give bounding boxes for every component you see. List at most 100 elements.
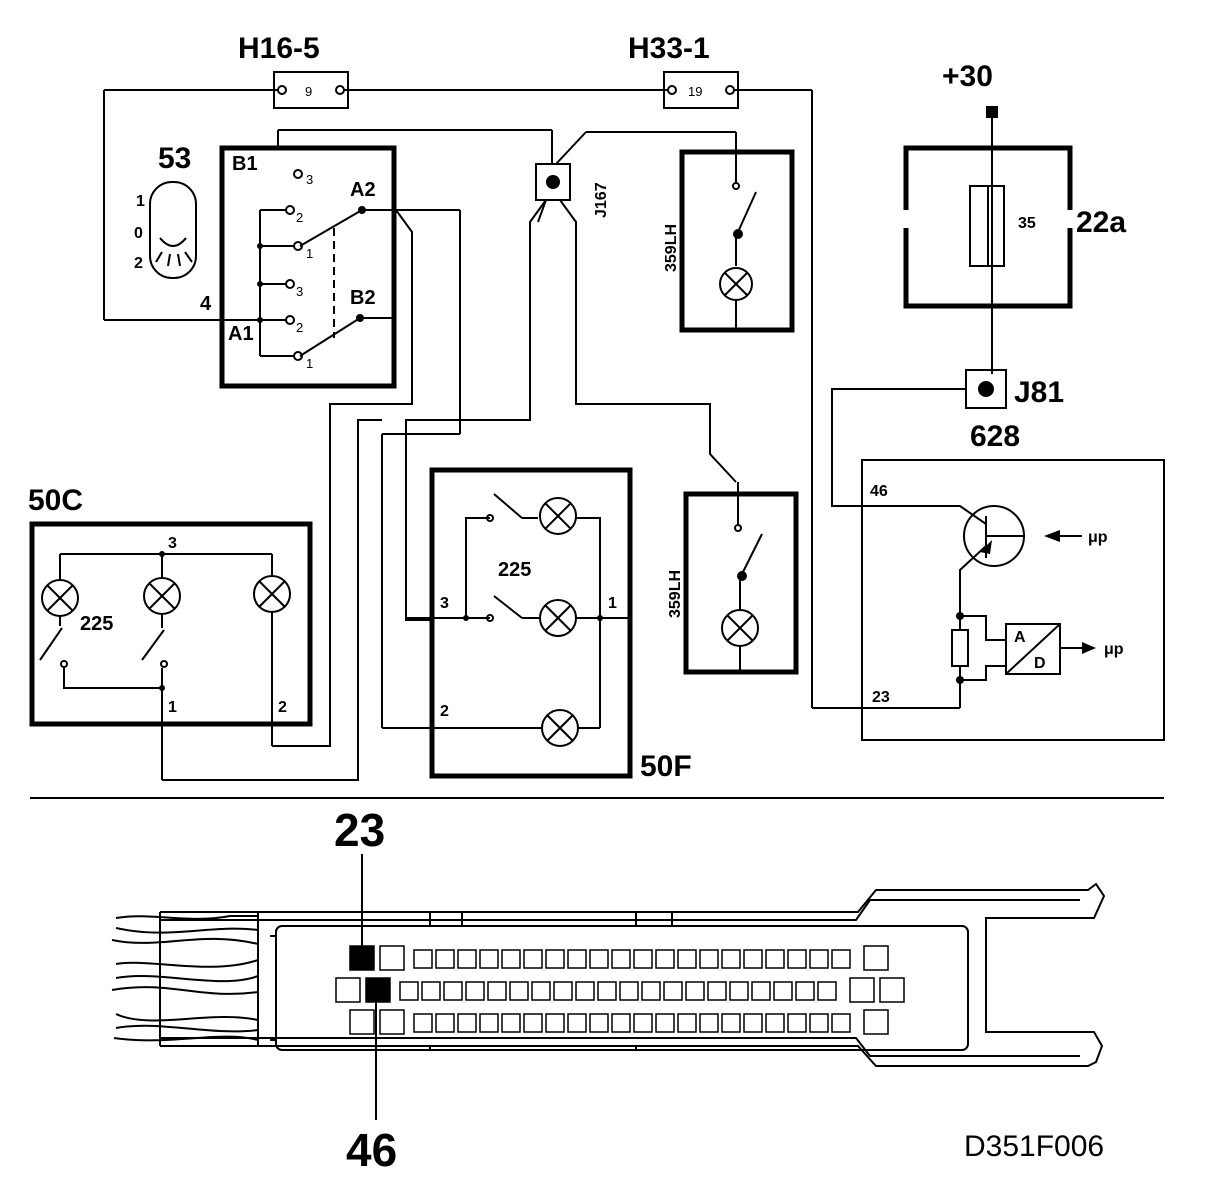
component-53-label: 53 bbox=[158, 142, 191, 175]
lamp-icon bbox=[143, 554, 181, 615]
pin-50f-1: 1 bbox=[608, 595, 617, 612]
pin-cavity bbox=[641, 981, 661, 1001]
connector-j81: J81 bbox=[831, 369, 1064, 507]
headlamp-symbol: 1 0 2 bbox=[134, 181, 197, 279]
pin-cavity bbox=[523, 1013, 543, 1033]
pin-cavity bbox=[545, 949, 565, 969]
pin-cavity bbox=[589, 949, 609, 969]
pin-cavity bbox=[575, 981, 595, 1001]
pin-cavity-highlighted bbox=[349, 945, 375, 971]
switch-wires bbox=[272, 129, 552, 747]
lamp-icon bbox=[539, 497, 577, 535]
pin-50f-2: 2 bbox=[440, 703, 449, 720]
pin-50f-3: 3 bbox=[440, 595, 449, 612]
switch-b2-label: B2 bbox=[350, 287, 376, 309]
pin-cavity bbox=[413, 949, 433, 969]
pin-cavity bbox=[349, 1009, 375, 1035]
pin-cavity bbox=[809, 1013, 829, 1033]
contact-upper-1: 1 bbox=[306, 246, 313, 261]
lamp-icon bbox=[539, 599, 577, 637]
component-359-lower: 359LH bbox=[667, 482, 799, 675]
switch-position-0: 0 bbox=[134, 225, 143, 242]
pin-cavity bbox=[831, 1013, 851, 1033]
micro-processor-label-1: μp bbox=[1088, 529, 1108, 546]
pin-cavity bbox=[863, 945, 889, 971]
pin-cavity bbox=[655, 1013, 675, 1033]
pin-cavity bbox=[567, 1013, 587, 1033]
component-22a: 35 22a bbox=[903, 106, 1126, 374]
top-wires bbox=[103, 89, 960, 709]
switch-position-2: 2 bbox=[134, 255, 143, 272]
component-50c: 3 225 1 2 bbox=[29, 419, 382, 781]
pin-cavity bbox=[633, 1013, 653, 1033]
pin-cavity bbox=[743, 949, 763, 969]
pin-cavity bbox=[523, 949, 543, 969]
pin-cavity bbox=[765, 949, 785, 969]
component-50c-label: 50C bbox=[28, 484, 83, 517]
connector-h33: 19 bbox=[663, 71, 739, 109]
switch-b1-label: B1 bbox=[232, 153, 258, 175]
pin-cavity bbox=[663, 981, 683, 1001]
connector-h16-label: H16-5 bbox=[238, 32, 320, 65]
pin-cavity bbox=[421, 981, 441, 1001]
contact-upper-3: 3 bbox=[306, 172, 313, 187]
pin-50c-3: 3 bbox=[168, 535, 177, 552]
pin-cavity bbox=[567, 949, 587, 969]
pin-cavity bbox=[443, 981, 463, 1001]
pin-cavity bbox=[501, 949, 521, 969]
ecu-connector-plug bbox=[111, 882, 1106, 1067]
lamp-power-50c: 225 bbox=[80, 613, 113, 635]
switch-53-box: B1 A2 B2 A1 3 2 1 3 2 1 bbox=[219, 145, 397, 389]
pin-cavity bbox=[435, 949, 455, 969]
pin-cavity bbox=[721, 1013, 741, 1033]
ad-converter-d: D bbox=[1034, 655, 1046, 672]
component-50f-label: 50F bbox=[640, 750, 692, 783]
ad-converter-a: A bbox=[1014, 629, 1026, 646]
component-50f: 50F 225 3 1 2 bbox=[406, 467, 692, 783]
pin-cavity bbox=[863, 1009, 889, 1035]
pin-cavity bbox=[699, 1013, 719, 1033]
drawing-code: D351F006 bbox=[964, 1130, 1104, 1163]
switch-pin-4: 4 bbox=[200, 293, 212, 315]
pin-cavity bbox=[619, 981, 639, 1001]
pin-50c-1: 1 bbox=[168, 699, 177, 716]
pin-cavity bbox=[335, 977, 361, 1003]
pin-cavity bbox=[509, 981, 529, 1001]
connector-j167: J167 bbox=[405, 130, 737, 621]
switch-position-1: 1 bbox=[136, 193, 145, 210]
pin-cavity bbox=[413, 1013, 433, 1033]
switch-a2-label: A2 bbox=[350, 179, 376, 201]
component-22a-label: 22a bbox=[1076, 206, 1126, 239]
pin-cavity bbox=[545, 1013, 565, 1033]
connector-h33-pin: 19 bbox=[688, 84, 702, 99]
pin-cavity bbox=[765, 1013, 785, 1033]
pin-cavity bbox=[379, 1009, 405, 1035]
pin-cavity bbox=[479, 949, 499, 969]
connector-h16: 9 bbox=[273, 71, 349, 109]
micro-processor-label-2: μp bbox=[1104, 641, 1124, 658]
pin-cavity bbox=[479, 1013, 499, 1033]
pin-cavity bbox=[457, 1013, 477, 1033]
pin-cavity bbox=[611, 949, 631, 969]
component-359-upper-label: 359LH bbox=[663, 224, 680, 272]
lamp-power-50f: 225 bbox=[498, 559, 531, 581]
pin-cavity bbox=[677, 1013, 697, 1033]
pin-cavity bbox=[435, 1013, 455, 1033]
plus30-label: +30 bbox=[942, 60, 993, 93]
pin-cavity bbox=[795, 981, 815, 1001]
pin-cavity bbox=[589, 1013, 609, 1033]
component-628-label: 628 bbox=[970, 420, 1020, 453]
pin-cavity bbox=[685, 981, 705, 1001]
fuse-value: 35 bbox=[1018, 215, 1036, 232]
component-359-upper: 359LH bbox=[663, 149, 795, 333]
contact-lower-3: 3 bbox=[296, 284, 303, 299]
plug-label-46: 46 bbox=[346, 1124, 397, 1176]
pin-cavity bbox=[597, 981, 617, 1001]
lamp-icon bbox=[253, 554, 291, 746]
connector-h16-pin: 9 bbox=[305, 84, 312, 99]
pin-cavity bbox=[879, 977, 905, 1003]
pin-cavity bbox=[655, 949, 675, 969]
pin-cavity bbox=[553, 981, 573, 1001]
ecu-628: 46 23 μp A D μp bbox=[861, 459, 1165, 741]
